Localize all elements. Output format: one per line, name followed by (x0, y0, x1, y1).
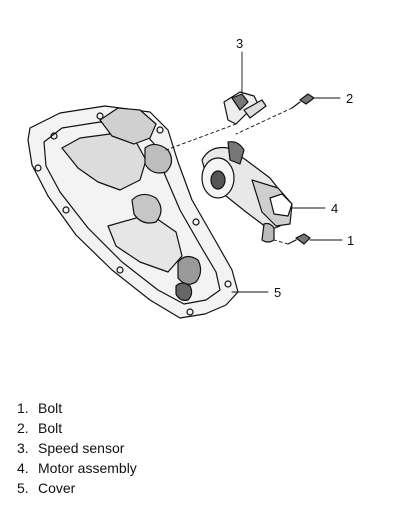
legend-item: 2. Bolt (17, 418, 137, 438)
cover-part (27, 105, 239, 319)
legend-number: 3. (17, 440, 29, 456)
callout-4: 4 (331, 201, 338, 216)
bolt-part-2 (291, 93, 315, 109)
callout-2: 2 (346, 91, 353, 106)
legend-label: Bolt (38, 400, 63, 416)
parts-legend: 1. Bolt 2. Bolt 3. Speed sensor 4. Motor ass… (17, 398, 137, 498)
legend-number: 4. (17, 460, 29, 476)
exploded-view-diagram: 3 2 4 1 5 (27, 36, 354, 319)
callout-5: 5 (274, 285, 281, 300)
legend-label: Bolt (38, 420, 63, 436)
alignment-lines (165, 107, 293, 245)
legend-number: 1. (17, 400, 29, 416)
callout-1: 1 (347, 233, 354, 248)
callout-3: 3 (236, 36, 243, 51)
legend-number: 5. (17, 480, 29, 496)
legend-item: 1. Bolt (17, 398, 137, 418)
speed-sensor-part (223, 91, 267, 125)
legend-label: Speed sensor (38, 440, 125, 456)
legend-label: Cover (38, 480, 76, 496)
legend-label: Motor assembly (38, 460, 137, 476)
bolt-part-1 (287, 233, 311, 245)
legend-number: 2. (17, 420, 29, 436)
motor-assembly-part (201, 141, 293, 243)
legend-item: 5. Cover (17, 478, 137, 498)
legend-item: 3. Speed sensor (17, 438, 137, 458)
leader-lines (231, 51, 343, 293)
legend-item: 4. Motor assembly (17, 458, 137, 478)
